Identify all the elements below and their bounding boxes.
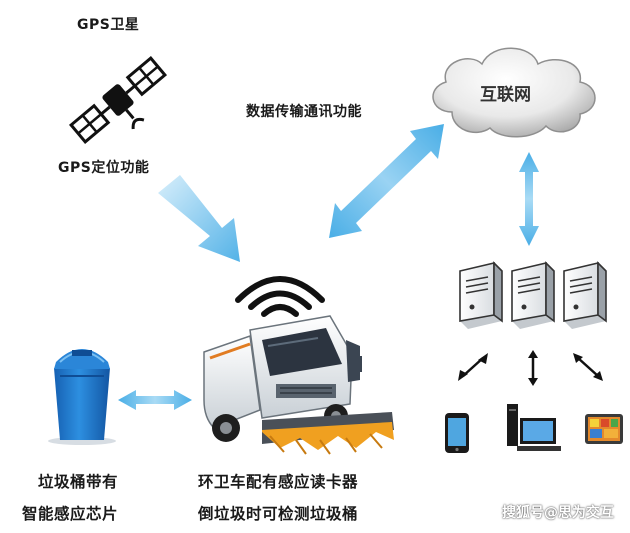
arrow-truck-internet bbox=[329, 124, 444, 238]
desktop-computer-icon bbox=[507, 404, 561, 451]
arrow-to-phone bbox=[458, 353, 488, 381]
satellite-icon bbox=[68, 56, 168, 144]
server-icon bbox=[459, 261, 503, 329]
label-internet: 互联网 bbox=[480, 85, 531, 105]
label-bin-line2: 智能感应芯片 bbox=[22, 505, 119, 523]
server-icon bbox=[511, 261, 555, 329]
arrow-cloud-servers bbox=[519, 152, 539, 246]
cloud-icon bbox=[432, 47, 596, 138]
arrow-to-tablet bbox=[573, 353, 603, 381]
street-sweeper-icon bbox=[203, 315, 394, 455]
phone-icon bbox=[445, 413, 469, 453]
label-gps-positioning: GPS定位功能 bbox=[58, 160, 150, 176]
arrow-bin-truck bbox=[118, 390, 192, 410]
server-group bbox=[459, 261, 607, 329]
label-bin-line1: 垃圾桶带有 bbox=[38, 473, 119, 491]
label-data-transmission: 数据传输通讯功能 bbox=[246, 104, 362, 120]
arrow-gps-to-truck bbox=[158, 175, 240, 262]
arrow-to-computer bbox=[528, 350, 538, 386]
device-link-arrows bbox=[458, 350, 603, 386]
watermark: 搜狐号@思为交互 bbox=[502, 505, 614, 521]
label-truck-line2: 倒垃圾时可检测垃圾桶 bbox=[198, 505, 359, 523]
tablet-icon bbox=[585, 414, 623, 444]
label-gps-satellite: GPS卫星 bbox=[77, 17, 140, 33]
wifi-signal-icon bbox=[235, 276, 325, 317]
trash-bin-icon bbox=[48, 349, 116, 445]
server-icon bbox=[563, 261, 607, 329]
label-truck-line1: 环卫车配有感应读卡器 bbox=[198, 473, 359, 491]
